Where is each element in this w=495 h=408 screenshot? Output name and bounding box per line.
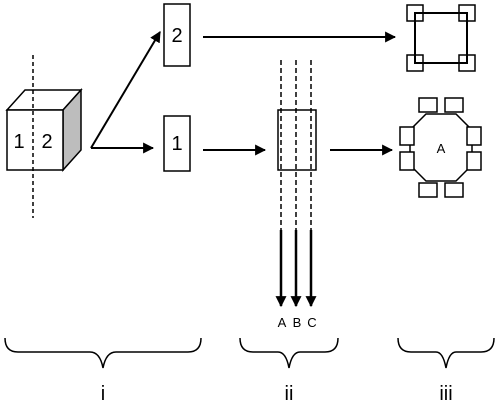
- corner-frame: [406, 4, 476, 72]
- ring-box: [399, 151, 415, 171]
- ring-box: [466, 151, 482, 171]
- section-label-ii: ii: [285, 383, 294, 405]
- beam-box: [277, 109, 317, 171]
- box-top-label: 2: [171, 25, 182, 47]
- ring-structure: A: [399, 97, 482, 198]
- corner-square: [406, 4, 424, 22]
- beam-region: A B C: [275, 60, 317, 330]
- ring-center-label: A: [437, 141, 446, 156]
- brace-i: [4, 337, 202, 369]
- corner-square: [458, 54, 476, 72]
- piece-box-mid: 1: [163, 115, 191, 172]
- beam-label-a: A: [278, 315, 287, 330]
- ring-box: [466, 126, 482, 146]
- ring-box: [418, 97, 438, 113]
- section-label-iii: iii: [439, 383, 452, 405]
- corner-square: [406, 54, 424, 72]
- sample-cube: 1 2: [5, 55, 83, 218]
- section-label-i: i: [101, 383, 105, 405]
- cube-front-face: [6, 109, 64, 171]
- cube-label-left: 1: [13, 131, 24, 153]
- box-mid-label: 1: [171, 133, 182, 155]
- beam-label-b: B: [293, 315, 302, 330]
- cube-label-right: 2: [41, 131, 52, 153]
- corner-square: [458, 4, 476, 22]
- brace-ii: [239, 337, 339, 369]
- brace-iii: [397, 337, 495, 369]
- ring-box: [444, 182, 464, 198]
- ring-box: [444, 97, 464, 113]
- piece-box-top: 2: [163, 3, 191, 67]
- ring-box: [399, 126, 415, 146]
- arrow-to-box-top: [90, 31, 161, 149]
- beam-label-c: C: [307, 315, 316, 330]
- ring-box: [418, 182, 438, 198]
